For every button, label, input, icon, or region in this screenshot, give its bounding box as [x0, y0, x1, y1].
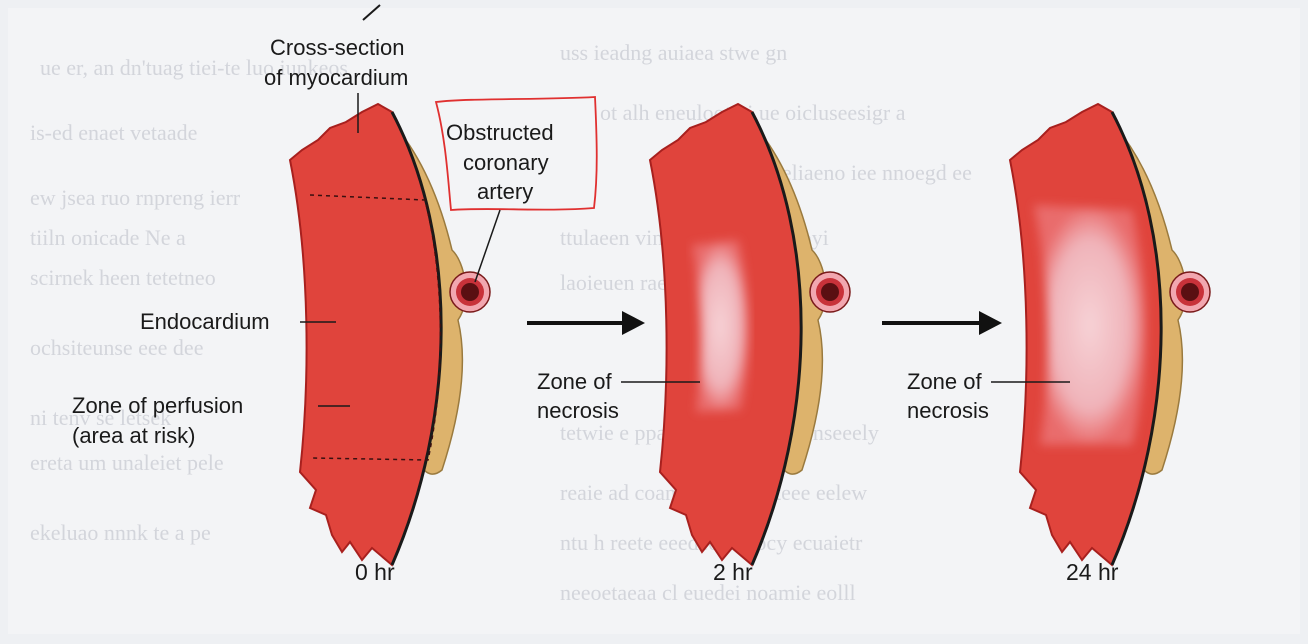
necrosis-zone — [692, 240, 749, 412]
label-necrosis-2hr: Zone of necrosis — [537, 369, 700, 423]
time-label: 24 hr — [1066, 559, 1119, 585]
time-label: 2 hr — [713, 559, 753, 585]
svg-text:ekeluao nnnk te a pe: ekeluao nnnk te a pe — [30, 520, 211, 545]
necrosis-24hr-label-line1: Zone of — [907, 369, 982, 394]
svg-text:ni tenv se letsek: ni tenv se letsek — [30, 405, 171, 430]
artery-label-line3: artery — [477, 179, 533, 204]
svg-text:ochsiteunse eee dee: ochsiteunse eee dee — [30, 335, 203, 360]
svg-text:scirnek heen tetetneo: scirnek heen tetetneo — [30, 265, 216, 290]
svg-text:is-ed enaet vetaade: is-ed enaet vetaade — [30, 120, 197, 145]
svg-text:ereta um unaleiet pele: ereta um unaleiet pele — [30, 450, 224, 475]
label-cross-section: Cross-section of myocardium — [264, 4, 408, 133]
necrosis-zone — [1034, 205, 1146, 445]
cross-section-label-line2: of myocardium — [264, 65, 408, 90]
panel-2hr: 2 hr — [648, 102, 851, 585]
svg-text:ue er, an dn'tuag tiei-te luo: ue er, an dn'tuag tiei-te luo iunkeos — [40, 55, 348, 80]
label-endocardium: Endocardium — [140, 309, 336, 334]
cross-section-label-line1: Cross-section — [270, 35, 404, 60]
perfusion-label-line2: (area at risk) — [72, 423, 195, 448]
svg-text:tiiln onicade Ne a: tiiln onicade Ne a — [30, 225, 186, 250]
svg-text:neeoetaeaa cl euedei noamie eo: neeoetaeaa cl euedei noamie eolll — [560, 580, 856, 605]
coronary-artery — [1169, 271, 1211, 313]
hand-drawn-annotation-box — [434, 96, 598, 211]
svg-text:uss ieadng auiaea stwe gn: uss ieadng auiaea stwe gn — [560, 40, 787, 65]
svg-text:ew jsea ruo rnpreng ierr: ew jsea ruo rnpreng ierr — [30, 185, 241, 210]
panel-0hr: 0 hr — [288, 102, 491, 585]
artery-label-line1: Obstructed — [446, 120, 554, 145]
label-necrosis-24hr: Zone of necrosis — [907, 369, 1070, 423]
necrosis-24hr-label-line2: necrosis — [907, 398, 989, 423]
perfusion-zone-outline — [309, 194, 442, 461]
progression-arrow — [527, 311, 645, 335]
necrosis-2hr-label-line2: necrosis — [537, 398, 619, 423]
necrosis-2hr-label-line1: Zone of — [537, 369, 612, 394]
label-obstructed-artery: Obstructed coronary artery — [434, 96, 598, 283]
label-perfusion-zone: Zone of perfusion (area at risk) — [72, 393, 350, 448]
progression-arrow — [882, 311, 1002, 335]
perfusion-label-line1: Zone of perfusion — [72, 393, 243, 418]
endocardium-label: Endocardium — [140, 309, 270, 334]
panel-24hr: 24 hr — [1008, 102, 1211, 585]
time-label: 0 hr — [355, 559, 395, 585]
coronary-artery — [809, 271, 851, 313]
coronary-artery — [449, 271, 491, 313]
artery-label-line2: coronary — [463, 150, 549, 175]
